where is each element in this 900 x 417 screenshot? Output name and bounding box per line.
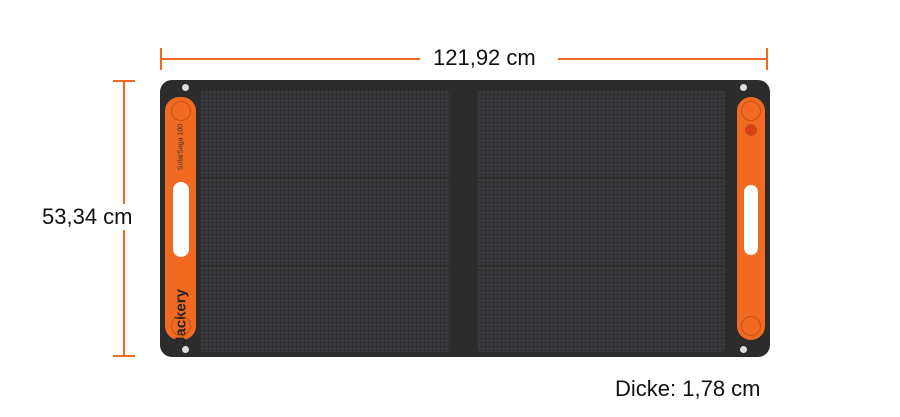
- height-tick-top: [113, 80, 135, 82]
- width-dimension-line-left: [160, 58, 420, 60]
- mount-hole: [182, 346, 189, 353]
- right-handle: [737, 97, 765, 340]
- height-tick-bottom: [113, 355, 135, 357]
- width-tick-right: [766, 48, 768, 70]
- mount-hole: [740, 84, 747, 91]
- model-label: SolarSaga 100: [177, 123, 184, 171]
- screw-cap: [741, 316, 761, 336]
- solar-panel: SolarSaga 100 Jackery: [160, 80, 770, 357]
- carry-grip: [172, 182, 189, 257]
- width-tick-left: [160, 48, 162, 70]
- solar-panel-right-half: [477, 90, 725, 352]
- screw-cap: [170, 101, 191, 121]
- screw-cap: [741, 101, 761, 121]
- mount-hole: [182, 84, 189, 91]
- carry-grip: [744, 185, 758, 255]
- height-label: 53,34 cm: [40, 204, 135, 230]
- charge-port-icon: [745, 124, 757, 136]
- left-handle: SolarSaga 100 Jackery: [165, 97, 196, 345]
- width-dimension-line-right: [558, 58, 768, 60]
- screw-cap: [170, 316, 191, 336]
- width-label: 121,92 cm: [433, 45, 536, 70]
- mount-hole: [740, 346, 747, 353]
- solar-panel-left-half: [200, 90, 450, 352]
- thickness-label: Dicke: 1,78 cm: [615, 376, 761, 401]
